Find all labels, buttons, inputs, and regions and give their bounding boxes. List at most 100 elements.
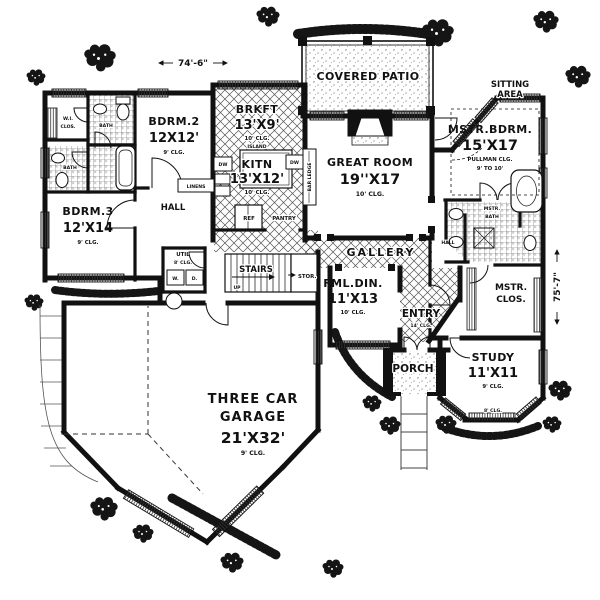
- label-great-room: GREAT ROOM: [327, 156, 413, 169]
- label-garage-1: THREE CAR: [208, 392, 299, 407]
- label-mstr-bdrm-note1: PULLMAN CLG.: [468, 157, 513, 163]
- door-arc: [188, 251, 206, 269]
- tree-icon: [26, 69, 46, 86]
- labels: COVERED PATIO GREAT ROOM 19''X17 10' CLG…: [60, 69, 531, 457]
- label-study: STUDY: [472, 351, 515, 364]
- label-bdrm3-size: 12'X14: [63, 221, 113, 236]
- label-fml-din-note: 10' CLG.: [341, 310, 366, 316]
- doors: [71, 107, 516, 359]
- tree-icon: [548, 380, 572, 401]
- window: [40, 211, 50, 249]
- patio-column: [426, 37, 435, 46]
- bathtub-icon: [516, 175, 537, 207]
- label-brkft-size: 13'X9': [234, 118, 279, 133]
- label-bdrm2-size: 12X12': [149, 131, 199, 146]
- porch-wall: [383, 348, 393, 395]
- label-mstr-bdrm-size: 15'X17: [462, 138, 518, 154]
- door-arc: [429, 284, 451, 306]
- tree-icon: [565, 65, 591, 88]
- patio-floor: [305, 44, 430, 114]
- window: [51, 88, 87, 98]
- floor-finishes: [47, 44, 543, 394]
- tree-icon: [256, 6, 280, 27]
- garage-door: [211, 485, 265, 538]
- label-garage-note: 9' CLG.: [241, 450, 265, 457]
- oven-box: [214, 173, 231, 185]
- label-dryer: D.: [192, 276, 198, 282]
- door-arc: [434, 117, 458, 141]
- label-entry-note: 14' CLG.: [410, 323, 431, 329]
- label-bdrm3-note: 9' CLG.: [77, 240, 98, 246]
- sink-icon: [93, 103, 107, 115]
- sink-icon: [448, 236, 464, 248]
- driveway: [39, 304, 99, 483]
- dim-top: 74'-6": [178, 59, 208, 69]
- tree-icon: [322, 559, 344, 578]
- label-kitn-note: 10' CLG.: [245, 190, 270, 196]
- tree-icon: [132, 524, 154, 543]
- window: [313, 329, 323, 365]
- fireplace-icon: [347, 109, 393, 146]
- label-mstr-bath-1: MSTR.: [484, 206, 501, 212]
- window: [515, 396, 542, 421]
- gallery-floor: [305, 238, 432, 268]
- window: [439, 397, 467, 422]
- window: [452, 118, 480, 148]
- sink-icon: [51, 152, 65, 164]
- door-arc: [73, 107, 89, 123]
- window: [309, 111, 345, 121]
- label-study-bay-note: 8' CLG.: [484, 408, 502, 414]
- label-sitting-1: SITTING: [491, 80, 529, 90]
- door-arc: [449, 337, 471, 359]
- windows: [40, 80, 548, 539]
- label-dw-left: DW: [219, 162, 228, 168]
- sitting-divider: [451, 147, 483, 161]
- window: [57, 273, 125, 283]
- label-study-note: 9' CLG.: [482, 384, 503, 390]
- tree-icon: [362, 395, 382, 412]
- patio-column: [426, 106, 435, 115]
- sink-icon: [448, 208, 464, 220]
- window: [499, 93, 541, 103]
- window: [335, 340, 391, 350]
- label-ref: REF: [243, 216, 255, 222]
- window: [137, 88, 169, 98]
- door-arc: [479, 182, 498, 201]
- porch-floor: [391, 352, 437, 394]
- tree-icon: [24, 294, 44, 311]
- hedge: [441, 422, 542, 440]
- label-hall-left: HALL: [161, 203, 186, 213]
- label-brkft: BRKFT: [236, 103, 278, 116]
- label-entry: ENTRY: [402, 308, 441, 320]
- door-arc: [416, 336, 431, 351]
- closet-rod: [533, 277, 544, 333]
- water-heater-icon: [165, 292, 183, 310]
- window: [474, 97, 499, 124]
- closet-rod: [46, 107, 58, 139]
- toilet-icon: [116, 103, 130, 121]
- label-bdrm3: BDRM.3: [62, 205, 113, 218]
- window: [538, 349, 548, 385]
- label-stairs: STAIRS: [239, 265, 273, 275]
- front-walk: [400, 396, 428, 470]
- window: [40, 147, 50, 179]
- label-mstr-clos-2: CLOS.: [496, 295, 526, 305]
- label-great-room-note: 10' CLG.: [356, 191, 385, 198]
- hedge: [293, 23, 445, 41]
- dishwasher-box: [213, 156, 233, 172]
- hedge: [51, 286, 162, 298]
- toilet-icon: [523, 235, 537, 251]
- label-great-room-size: 19''X17: [340, 172, 400, 188]
- oven-box: [214, 185, 231, 197]
- tree-icon: [84, 44, 116, 72]
- tree-icon: [90, 496, 118, 521]
- label-util-note: 8' CLG.: [174, 260, 192, 266]
- window: [468, 412, 516, 422]
- label-wi-1: W.I.: [63, 116, 73, 122]
- bar-ledge: [302, 148, 317, 206]
- dryer-box: [185, 269, 204, 286]
- label-fml-din-size: 11'X13: [328, 292, 378, 307]
- label-bdrm2: BDRM.2: [148, 115, 199, 128]
- patio-column: [298, 37, 307, 46]
